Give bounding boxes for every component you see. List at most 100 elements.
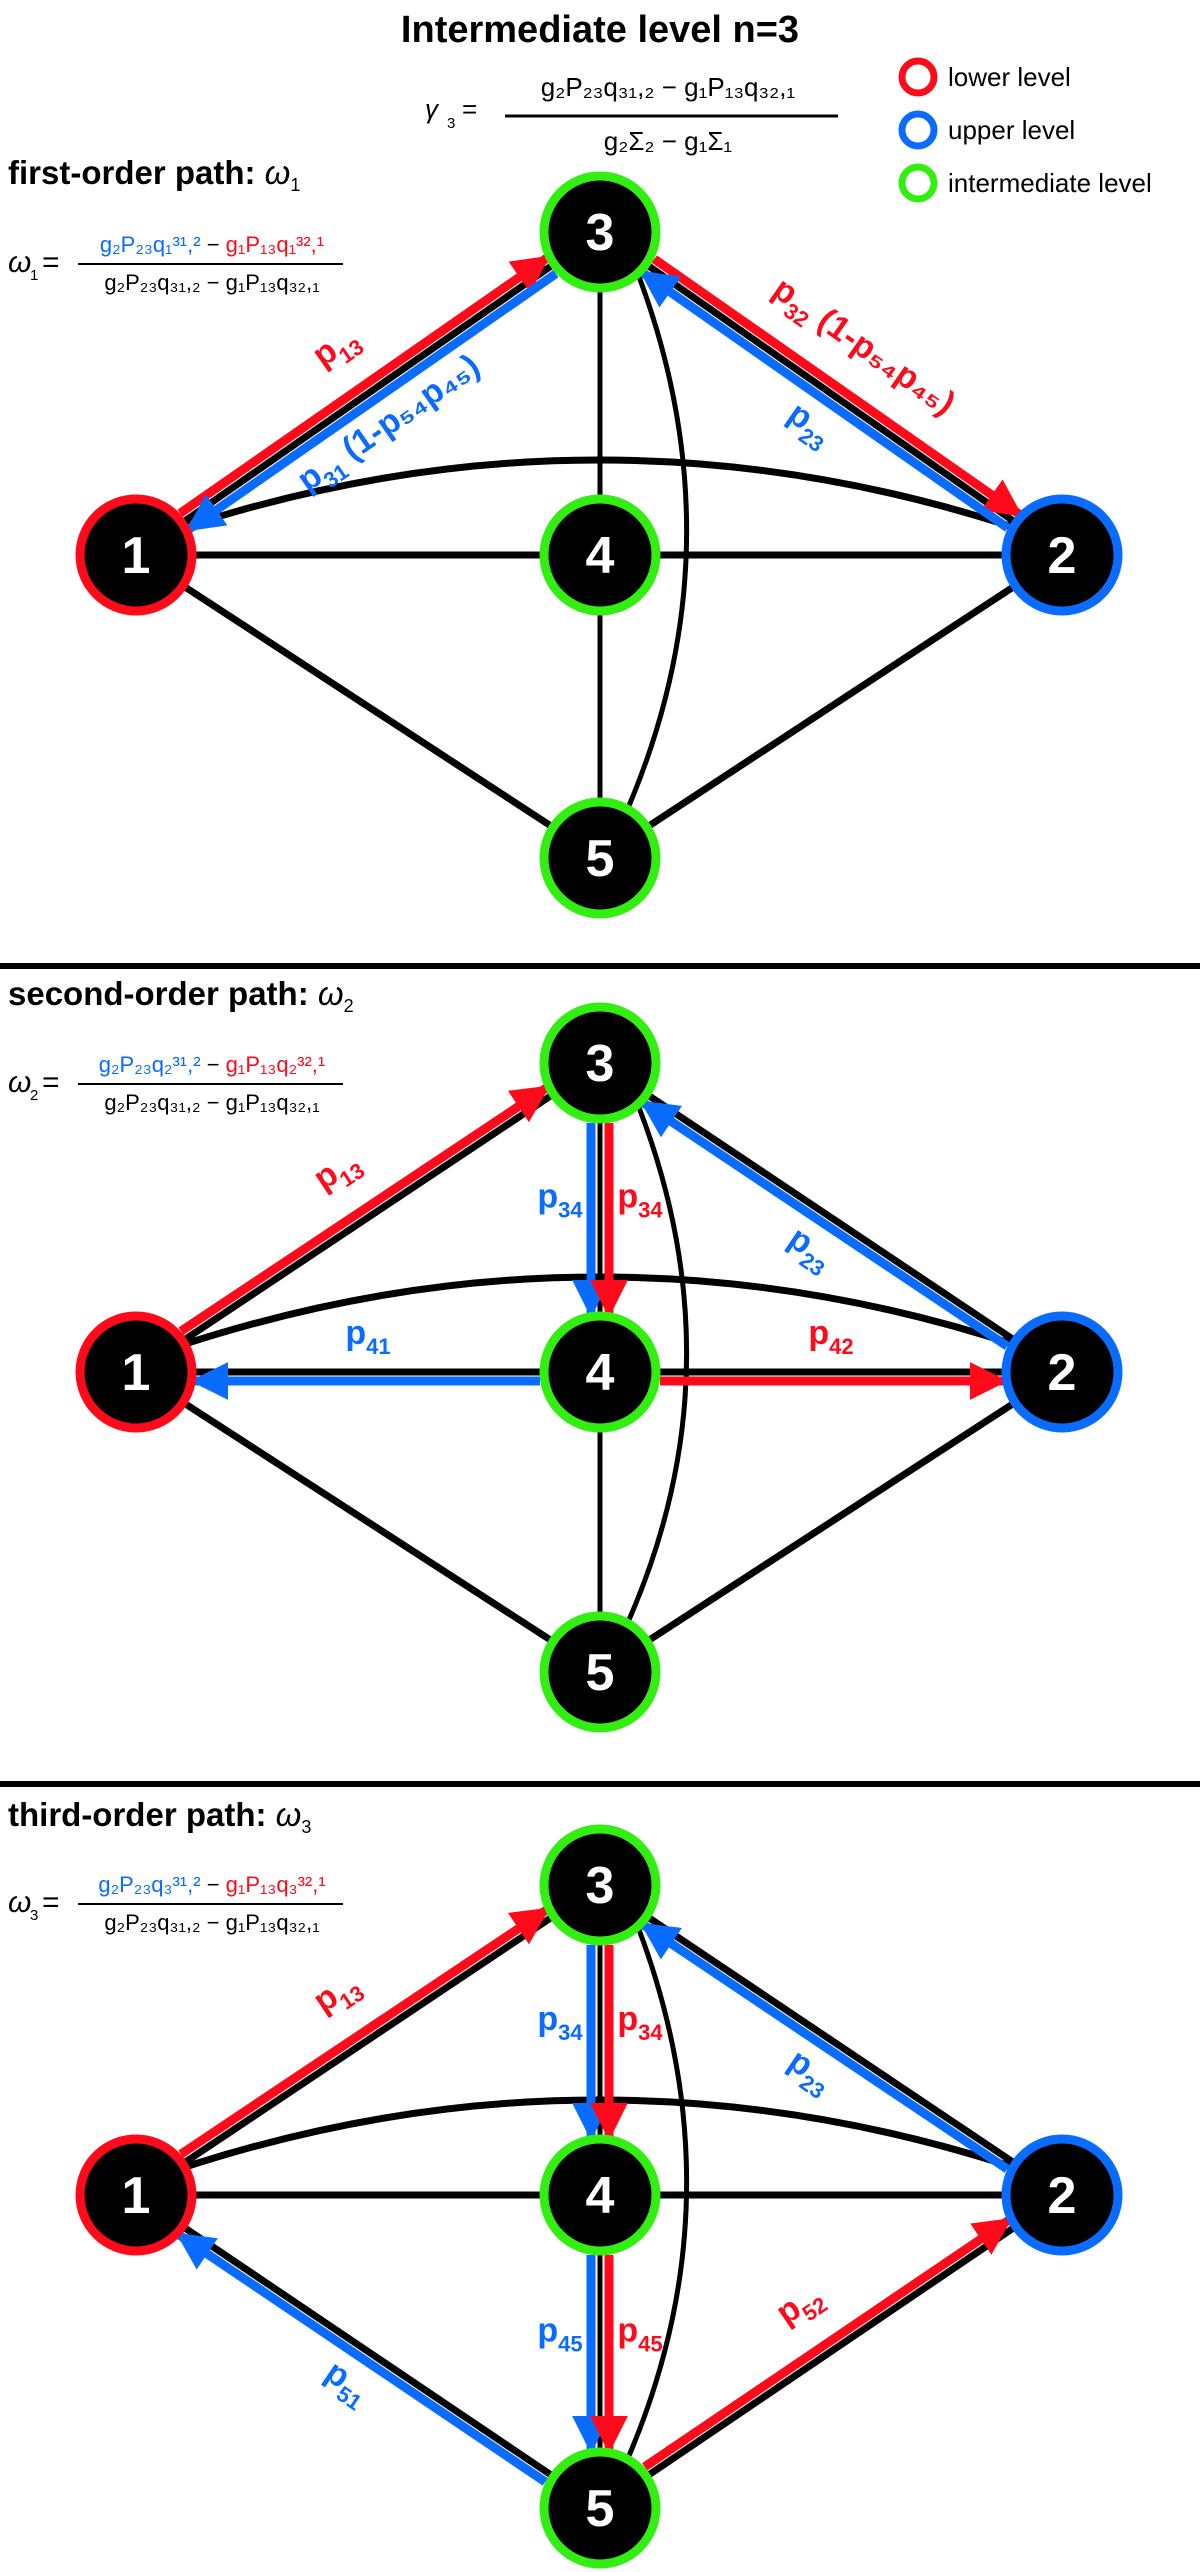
omega-denominator: g₂P₂₃q₃₁,₂ − g₁P₁₃q₃₂,₁ (104, 1910, 319, 1935)
node-circle-upper (1001, 494, 1123, 616)
legend-lower-label: lower level (948, 62, 1071, 92)
panel-heading: third-order path: ω3 (8, 1796, 311, 1837)
node-number: 3 (586, 1035, 615, 1093)
gamma-equals: = (462, 94, 477, 124)
edge-1-5 (134, 552, 602, 861)
omega-subscript: 3 (30, 1907, 38, 1924)
edge-3-5 (625, 1926, 690, 2459)
node-5: 5 (539, 1611, 661, 1733)
node-1: 1 (75, 2134, 197, 2256)
edge-5-2 (598, 1369, 1064, 1675)
omega-subscript: 1 (30, 267, 38, 284)
node-number: 4 (586, 2167, 615, 2225)
panel-heading: second-order path: ω2 (8, 975, 354, 1016)
omega-equals: = (42, 1066, 60, 1099)
edge-1-5 (134, 1369, 602, 1675)
node-number: 1 (122, 2167, 151, 2225)
omega-subscript: 2 (30, 1087, 38, 1104)
edge-3-5 (625, 1104, 690, 1624)
legend-upper-icon (898, 110, 938, 150)
edge-1-2 (174, 1273, 1024, 1351)
edge-3-5 (625, 273, 690, 809)
node-number: 1 (122, 1344, 151, 1402)
path-label-3-4-upper: p34 (537, 2000, 583, 2045)
node-circle-intermediate (539, 1311, 661, 1433)
omega-symbol: ω (8, 1066, 31, 1099)
gamma-denominator: g₂Σ₂ − g₁Σ₁ (604, 126, 733, 156)
node-circle-lower (75, 1311, 197, 1433)
path-label-1-3-lower: p13 (306, 318, 369, 381)
node-number: 5 (586, 830, 615, 888)
path-label-1-3-lower: p13 (307, 1141, 370, 1204)
legend-intermediate-icon (898, 163, 938, 203)
node-1: 1 (75, 494, 197, 616)
omega-denominator: g₂P₂₃q₃₁,₂ − g₁P₁₃q₃₂,₁ (104, 1090, 319, 1115)
node-circle-intermediate (539, 1824, 661, 1946)
node-circle-lower (75, 2134, 197, 2256)
node-4: 4 (539, 494, 661, 616)
path-label-4-5-upper: p45 (537, 2312, 582, 2357)
gamma-symbol: γ (425, 94, 440, 124)
graph-nodes: 1 2 3 4 5 (75, 1824, 1123, 2569)
omega-symbol: ω (8, 246, 31, 279)
node-circle-intermediate (539, 1611, 661, 1733)
omega-denominator: g₂P₂₃q₃₁,₂ − g₁P₁₃q₃₂,₁ (104, 270, 319, 295)
node-circle-intermediate (539, 494, 661, 616)
path-label-4-1-upper: p41 (345, 1314, 390, 1359)
legend-upper-label: upper level (948, 115, 1075, 145)
path-arrow-3-1-upper (185, 269, 559, 533)
edge-1-2 (174, 2096, 1024, 2174)
node-circle-upper (1001, 2134, 1123, 2256)
path-arrow-2-3-upper (639, 268, 1011, 532)
node-2: 2 (1001, 1311, 1123, 1433)
legend-intermediate-label: intermediate level (948, 168, 1152, 198)
edge-5-2 (598, 2192, 1064, 2511)
node-circle-upper (1001, 1311, 1123, 1433)
gamma-subscript: 3 (447, 115, 455, 132)
edge-1-2 (174, 456, 1024, 534)
node-number: 3 (586, 204, 615, 262)
path-arrow-1-3-lower (178, 1905, 550, 2158)
node-5: 5 (539, 797, 661, 919)
node-number: 3 (586, 1857, 615, 1915)
node-number: 4 (586, 1344, 615, 1402)
edge-3-2 (598, 1060, 1064, 1375)
path-arrow-2-3-upper (640, 1098, 1010, 1350)
edge-5-2 (598, 552, 1064, 861)
omega-symbol: ω (8, 1886, 31, 1919)
path-label-3-4-upper: p34 (537, 1178, 583, 1223)
node-number: 2 (1048, 1344, 1077, 1402)
gamma-numerator: g₂P₂₃q₃₁,₂ − g₁P₁₃q₃₂,₁ (541, 72, 796, 102)
omega-equals: = (42, 246, 60, 279)
node-circle-intermediate (539, 797, 661, 919)
path-arrow-5-1-upper (175, 2231, 548, 2486)
path-label-3-4-lower: p34 (617, 2000, 663, 2045)
node-4: 4 (539, 2134, 661, 2256)
legend: lower level upper level intermediate level (898, 57, 1152, 203)
node-5: 5 (539, 2447, 661, 2569)
edge-1-5 (134, 2192, 602, 2511)
path-arrow-5-2-lower (642, 2216, 1013, 2471)
node-2: 2 (1001, 2134, 1123, 2256)
node-3: 3 (539, 171, 661, 293)
node-number: 5 (586, 2480, 615, 2538)
node-3: 3 (539, 1002, 661, 1124)
path-label-3-4-lower: p34 (617, 1178, 663, 1223)
node-circle-intermediate (539, 2447, 661, 2569)
path-label-4-5-lower: p45 (617, 2312, 662, 2357)
omega-numerator: g₂P₂₃q₂³¹,² − g₁P₁₃q₂³²,¹ (99, 1052, 326, 1077)
node-circle-intermediate (539, 2134, 661, 2256)
edge-3-2 (597, 229, 1065, 558)
node-4: 4 (539, 1311, 661, 1433)
gamma-formula: γ 3 = g₂P₂₃q₃₁,₂ − g₁P₁₃q₃₂,₁ g₂Σ₂ − g₁Σ… (425, 72, 838, 156)
path-arrow-2-3-upper (640, 1921, 1010, 2173)
panel-heading: first-order path: ω1 (8, 154, 300, 195)
path-label-4-2-lower: p42 (808, 1314, 853, 1359)
path-arrow-1-3-lower (178, 1083, 550, 1335)
